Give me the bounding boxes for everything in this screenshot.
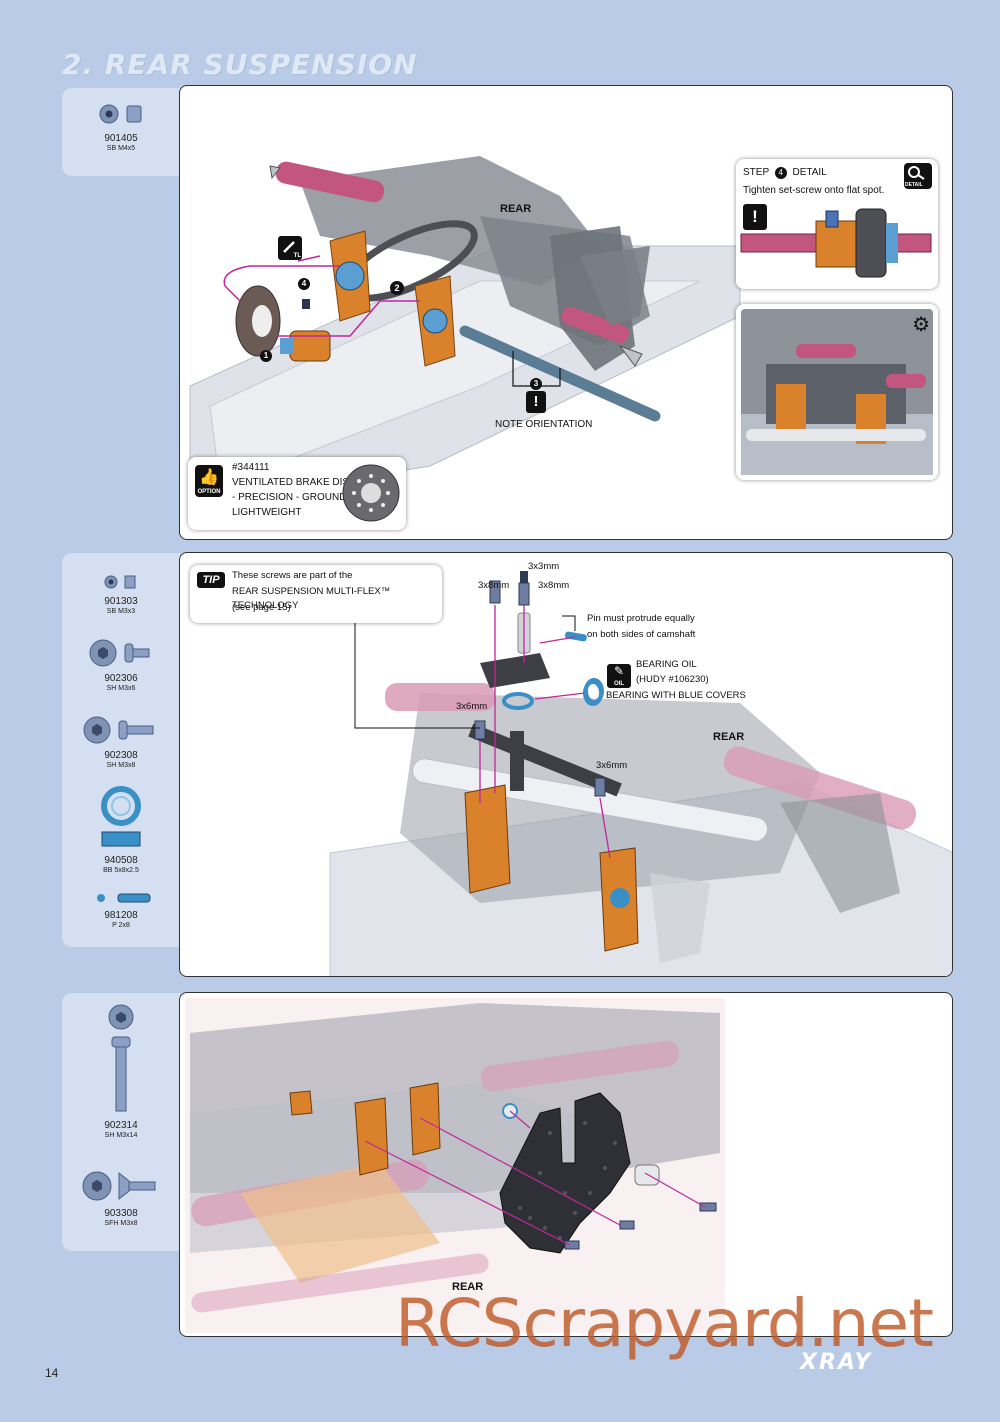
option-line-2: - PRECISION - GROUND -	[232, 492, 353, 503]
detail-instruction: Tighten set-screw onto flat spot.	[743, 185, 885, 196]
part-902306: 902306 SH M3x6	[62, 638, 180, 692]
screw-size-3x8-right: 3x8mm	[538, 580, 570, 591]
important-icon: !	[743, 204, 767, 230]
long-hex-screw-icon	[108, 1004, 134, 1112]
step3-panel: REAR	[179, 992, 953, 1337]
page-number: 14	[45, 1366, 59, 1380]
rear-label: REAR	[452, 1281, 484, 1293]
part-901405: 901405 SB M4x5	[62, 102, 180, 152]
rear-label: REAR	[713, 731, 745, 743]
part-desc: SH M3x6	[106, 685, 136, 692]
tool-tag: TL	[293, 253, 301, 259]
brake-disc-image	[342, 464, 400, 522]
parts-panel-step2: 901303 SB M3x3 902306 SH M3x6 902308 SH …	[62, 553, 180, 947]
screw-size-3x6-right: 3x6mm	[596, 760, 628, 771]
parts-panel-step1: 901405 SB M4x5	[62, 88, 180, 176]
detail-badge: DETAIL	[905, 182, 923, 188]
option-part-number: #344111	[232, 462, 270, 473]
rear-label: REAR	[500, 203, 532, 215]
part-number: 902314	[104, 1120, 138, 1131]
part-desc: SB M3x3	[106, 608, 136, 615]
assembled-photo-box: ⚙	[736, 304, 938, 480]
part-desc: SH M3x8	[106, 762, 136, 769]
part-903308: 903308 SFH M3x8	[62, 1169, 180, 1227]
rear-hub-assembly-illustration	[189, 156, 741, 507]
part-desc: SB M4x5	[106, 145, 136, 152]
callout-2: 2	[390, 281, 404, 295]
part-desc: P 2x8	[112, 922, 130, 929]
option-badge: OPTION	[197, 489, 221, 495]
callout-3: 3	[530, 378, 542, 390]
part-940508: 940508 BB 5x8x2.5	[62, 786, 180, 874]
part-981208: 981208 P 2x8	[62, 891, 180, 929]
hex-wrench-tool-icon: TL	[278, 236, 302, 260]
thumbs-up-option-icon: 👍 OPTION	[195, 465, 223, 497]
screw-icon	[99, 104, 142, 124]
part-902308: 902308 SH M3x8	[62, 715, 180, 769]
oil-badge: OIL	[614, 681, 624, 687]
screw-size-3x3: 3x3mm	[528, 561, 560, 572]
part-number: 981208	[104, 910, 138, 921]
option-line-1: VENTILATED BRAKE DISC	[232, 477, 357, 488]
note-orientation-text: NOTE ORIENTATION	[495, 419, 593, 430]
option-brake-disc-box: 👍 OPTION #344111 VENTILATED BRAKE DISC -…	[188, 457, 406, 530]
tip-line-3: (see page 15)	[232, 602, 291, 613]
bearing-ring-icon	[584, 678, 604, 704]
detail-heading: STEP 4 DETAIL	[743, 167, 827, 179]
part-number: 903308	[104, 1208, 138, 1219]
pin-note-line-2: on both sides of camshaft	[587, 629, 696, 640]
part-desc: BB 5x8x2.5	[103, 867, 139, 874]
important-icon: !	[526, 391, 546, 413]
part-number: 901303	[104, 596, 138, 607]
hex-screw-icon	[83, 716, 154, 744]
set-screw-icon	[104, 575, 136, 589]
step1-panel: REAR 1 2 3 4 TL ! NOTE ORIENTATION STEP …	[179, 85, 953, 540]
magnify-detail-icon: DETAIL	[904, 163, 932, 189]
pin-icon	[97, 893, 151, 903]
tip-multi-flex-box: TIP These screws are part of the REAR SU…	[190, 565, 442, 623]
part-number: 940508	[104, 855, 138, 866]
section-title: 2. REAR SUSPENSION	[62, 48, 418, 81]
camshaft-assembly-illustration	[329, 571, 952, 976]
step4-detail-box: STEP 4 DETAIL Tighten set-screw onto fla…	[736, 159, 938, 289]
ball-bearing-icon	[101, 786, 141, 847]
callout-4: 4	[298, 278, 310, 290]
part-desc: SFH M3x8	[104, 1220, 138, 1227]
tip-badge: TIP	[197, 572, 225, 588]
set-screw-detail-illustration	[740, 208, 932, 278]
part-desc: SH M3x14	[104, 1132, 138, 1139]
flat-head-screw-icon	[82, 1171, 156, 1201]
assembled-rear-photo	[741, 309, 933, 475]
screw-size-3x8-left: 3x8mm	[478, 580, 510, 591]
hex-screw-icon	[89, 639, 150, 667]
step2-panel: TIP These screws are part of the REAR SU…	[179, 552, 953, 977]
shock-tower-assembly-illustration	[185, 998, 725, 1333]
gear-check-icon: ⚙	[912, 314, 930, 336]
watermark-text: RCScrapyard.net	[395, 1285, 934, 1362]
oil-icon: ✎ OIL	[607, 664, 631, 688]
part-number: 901405	[104, 133, 138, 144]
bearing-oil-line-3: BEARING WITH BLUE COVERS	[606, 690, 746, 701]
pin-note-line-1: Pin must protrude equally	[587, 613, 695, 624]
screw-size-3x6-left: 3x6mm	[456, 701, 488, 712]
callout-1: 1	[260, 350, 272, 362]
part-901303: 901303 SB M3x3	[62, 573, 180, 615]
bearing-oil-line-1: BEARING OIL	[636, 659, 697, 670]
detail-step-number: 4	[774, 167, 787, 179]
parts-panel-step3: 902314 SH M3x14 903308 SFH M3x8	[62, 993, 180, 1251]
bearing-oil-line-2: (HUDY #106230)	[636, 674, 709, 685]
option-line-3: LIGHTWEIGHT	[232, 507, 302, 518]
part-number: 902308	[104, 750, 138, 761]
tip-line-2: REAR SUSPENSION MULTI-FLEX™ TECHNOLOGY	[232, 586, 391, 611]
part-number: 902306	[104, 673, 138, 684]
brand-logo: XRAY	[800, 1350, 873, 1375]
tip-line-1: These screws are part of the	[232, 570, 353, 581]
part-902314: 902314 SH M3x14	[62, 1003, 180, 1139]
